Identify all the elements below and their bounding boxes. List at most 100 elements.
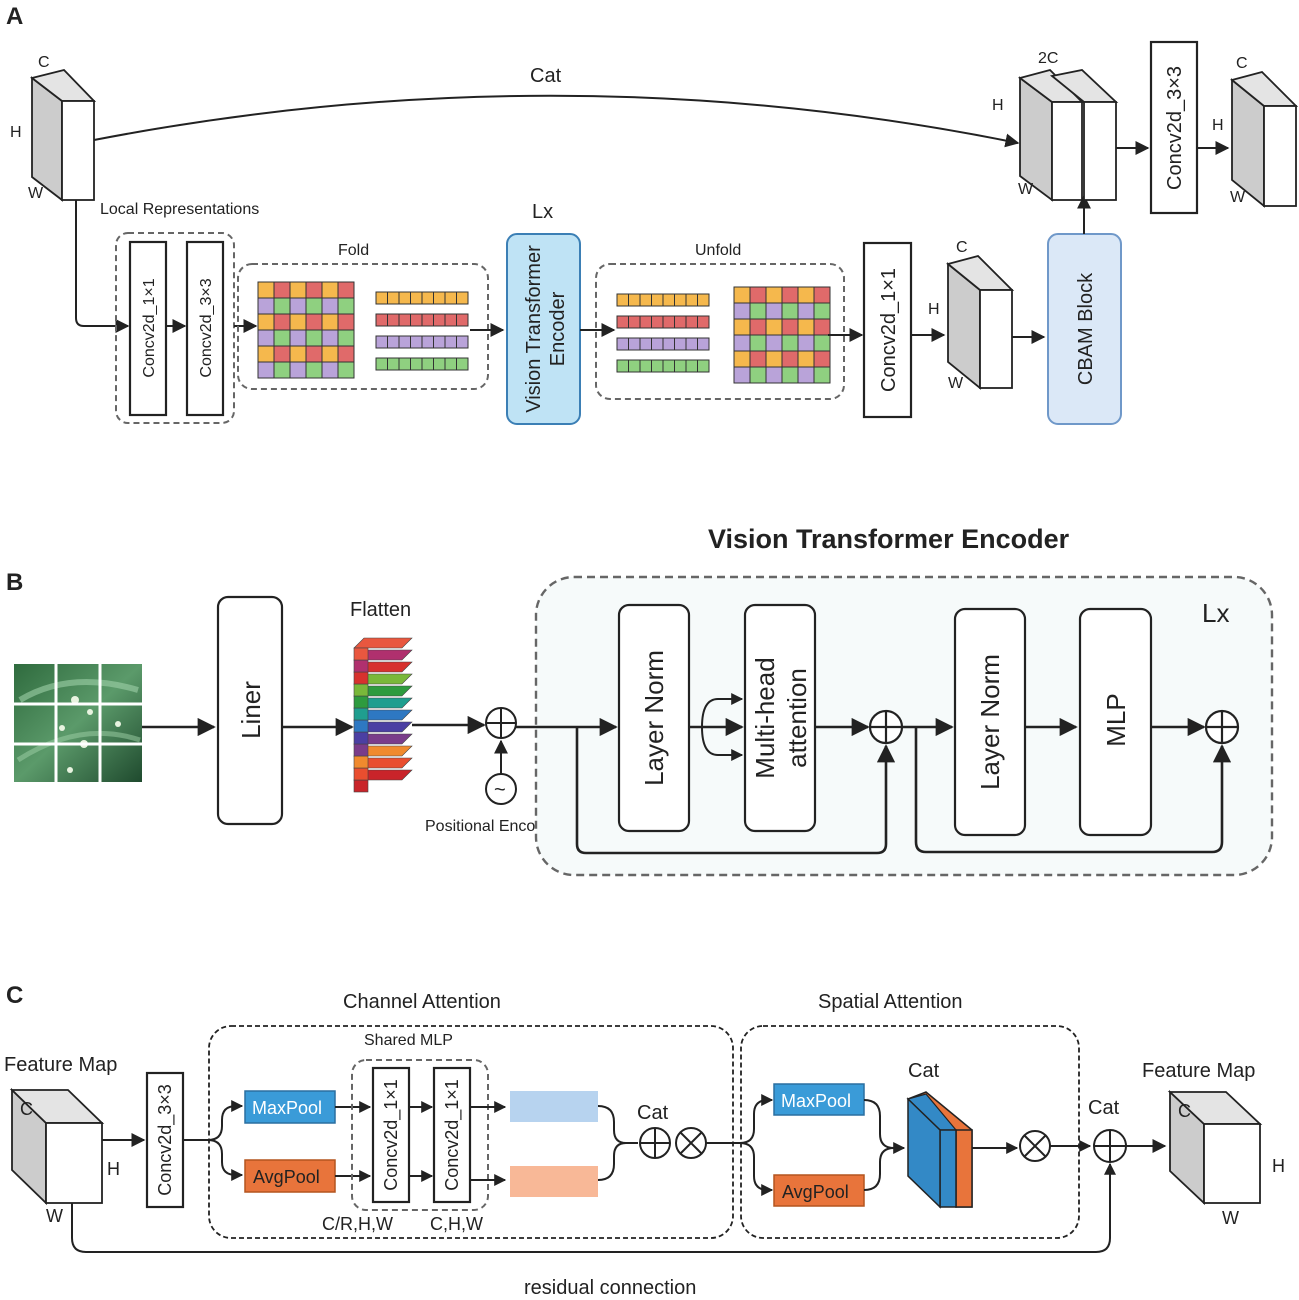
token-cell bbox=[375, 357, 388, 371]
pos-add-op bbox=[485, 707, 517, 739]
panel-a: A C H W Cat Local Representations Concv2… bbox=[6, 3, 1299, 425]
token-cell bbox=[421, 335, 434, 349]
token-cell bbox=[387, 335, 400, 349]
token-cell bbox=[456, 291, 469, 305]
token-cell bbox=[433, 313, 446, 327]
cat-cube-w: W bbox=[1018, 181, 1034, 198]
patch-cell bbox=[781, 350, 799, 368]
unfold-patch-grid bbox=[733, 286, 831, 384]
liner-box bbox=[216, 595, 284, 826]
conv-to-maxpool-arrow bbox=[183, 1100, 244, 1141]
feature-map-out-cube: C H W bbox=[1167, 1089, 1285, 1228]
token-cell bbox=[697, 359, 710, 373]
token-cell bbox=[398, 335, 411, 349]
conv-to-avgpool-arrow bbox=[207, 1139, 244, 1181]
out-cube-h: H bbox=[1212, 117, 1224, 134]
in-cube-w: W bbox=[46, 1206, 63, 1226]
channel-attention-label: Channel Attention bbox=[343, 991, 501, 1013]
patch-cell bbox=[797, 286, 815, 304]
token-cell bbox=[662, 315, 675, 329]
shared-conv1-box bbox=[371, 1066, 411, 1204]
cbam-block-label: CBAM Block bbox=[1075, 272, 1097, 385]
avgpool-label-c: AvgPool bbox=[253, 1167, 320, 1187]
patch-cell bbox=[813, 302, 831, 320]
token-cell bbox=[685, 337, 698, 351]
panel-label-c: C bbox=[6, 982, 23, 1009]
cat-cube-a: 2C H W bbox=[992, 50, 1119, 202]
patch-cell bbox=[337, 345, 355, 363]
token-cell bbox=[697, 315, 710, 329]
out-cube-c-c: C bbox=[1178, 1101, 1191, 1121]
conv3x3-label-a: Concv2d_3×3 bbox=[198, 278, 215, 377]
token-cell bbox=[387, 291, 400, 305]
token-cell bbox=[628, 337, 641, 351]
token-cell bbox=[398, 313, 411, 327]
token-cell bbox=[628, 359, 641, 373]
patch-cell bbox=[733, 334, 751, 352]
patch-cell bbox=[273, 297, 291, 315]
dim-label-2: C,H,W bbox=[430, 1214, 483, 1234]
vit-encoder-title: Vision Transformer Encoder bbox=[708, 524, 1070, 554]
panel-c: C Channel Attention Spatial Attention Fe… bbox=[4, 982, 1285, 1299]
token-cell bbox=[628, 315, 641, 329]
residual-add-1 bbox=[868, 709, 904, 745]
patch-cell bbox=[797, 318, 815, 336]
patch-cell bbox=[781, 286, 799, 304]
mha-v-arrow bbox=[701, 726, 744, 761]
panel-b: B Vision Transformer Encoder Liner Flatt… bbox=[6, 524, 1274, 877]
patch-cell bbox=[273, 361, 291, 379]
patch-cell bbox=[257, 329, 275, 347]
patch-cell bbox=[781, 366, 799, 384]
unfold-token-bars bbox=[616, 293, 710, 373]
local-rep-group bbox=[115, 232, 235, 424]
token-cell bbox=[444, 313, 457, 327]
avgpool-box-s bbox=[773, 1174, 865, 1207]
positional-encoding-label: Positional Encoding bbox=[425, 818, 566, 835]
token-cell bbox=[639, 359, 652, 373]
shared-conv2-box bbox=[432, 1066, 472, 1204]
cat-cube-2c: 2C bbox=[1038, 50, 1058, 67]
output-cube-a: C H W bbox=[1212, 55, 1299, 208]
fold-label: Fold bbox=[338, 242, 369, 259]
panel-label-b: B bbox=[6, 569, 23, 596]
patch-cell bbox=[781, 334, 799, 352]
channel-mul-op bbox=[675, 1127, 707, 1159]
mlp-box bbox=[1078, 607, 1153, 837]
flatten-layer-front bbox=[353, 695, 369, 709]
patch-cell bbox=[733, 350, 751, 368]
patch-cell bbox=[337, 281, 355, 299]
conv3x3-label-c: Concv2d_3×3 bbox=[155, 1084, 176, 1196]
leaf-image-patches bbox=[14, 664, 142, 782]
flatten-layer-front bbox=[353, 767, 369, 781]
maxpool2-to-cat bbox=[863, 1099, 906, 1154]
token-cell bbox=[616, 293, 629, 307]
conv3x3-box-a2 bbox=[1149, 40, 1199, 215]
token-cell bbox=[375, 291, 388, 305]
patch-cell bbox=[749, 302, 767, 320]
token-cell bbox=[421, 313, 434, 327]
patch-cell bbox=[765, 350, 783, 368]
patch-cell bbox=[765, 318, 783, 336]
token-cell bbox=[651, 293, 664, 307]
flatten-layer-front bbox=[353, 659, 369, 673]
vit-label-line2: Encoder bbox=[547, 291, 569, 366]
mid-cube-c: C bbox=[956, 239, 968, 256]
cube-label-h: H bbox=[10, 124, 22, 141]
patch-cell bbox=[321, 313, 339, 331]
conv3x3-label-a2: Concv2d_3×3 bbox=[1164, 66, 1186, 190]
patch-cell bbox=[257, 297, 275, 315]
bar-merge-top bbox=[597, 1105, 638, 1144]
patch-cell bbox=[289, 297, 307, 315]
conv1x1-label-a2: Concv2d_1×1 bbox=[878, 268, 900, 392]
avgpool-label-s: AvgPool bbox=[782, 1182, 849, 1202]
vit-label-line1: Vision Transformer bbox=[523, 245, 545, 413]
flatten-layer-front bbox=[353, 647, 369, 661]
patch-cell bbox=[273, 281, 291, 299]
mha-label-1: Multi-head bbox=[750, 657, 780, 778]
patch-cell bbox=[257, 281, 275, 299]
patch-cell bbox=[257, 345, 275, 363]
patch-cell bbox=[289, 313, 307, 331]
mha-label-2: attention bbox=[782, 668, 812, 768]
patch-cell bbox=[305, 345, 323, 363]
in-cube-c: C bbox=[20, 1099, 33, 1119]
